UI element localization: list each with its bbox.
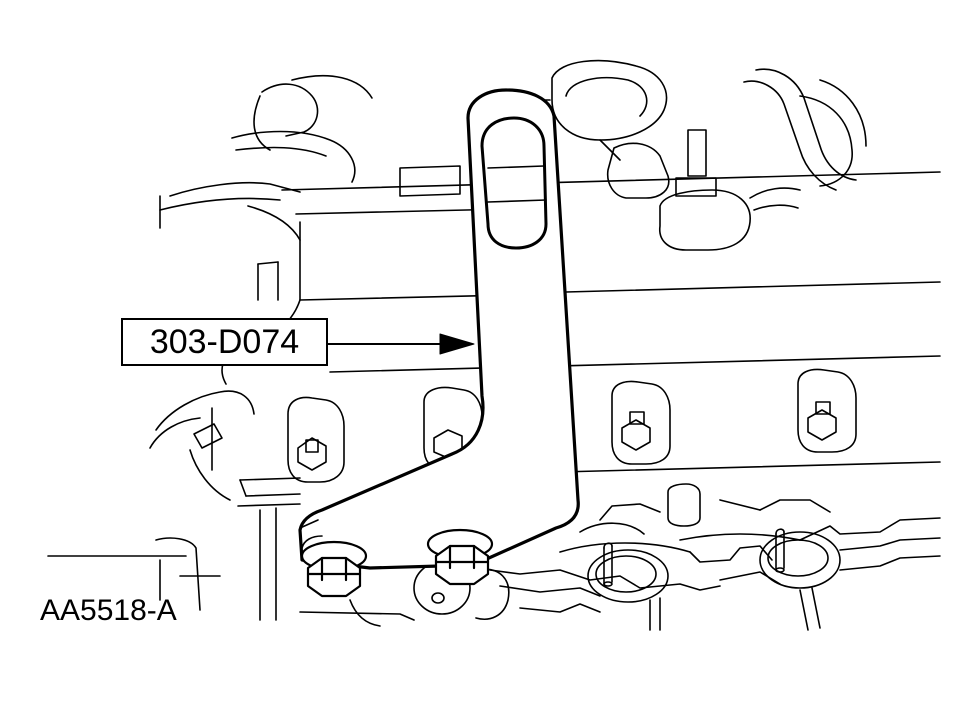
flange-ring-2 (759, 528, 841, 631)
flange-ring-1 (587, 542, 669, 631)
bolt-boss-4 (797, 368, 857, 453)
bolt-boss-3 (611, 380, 671, 465)
bolt-boss-1 (287, 396, 345, 483)
bracket-tool (298, 88, 580, 570)
bracket-bolt-right (426, 528, 494, 586)
callout-leader-arrow (327, 333, 475, 355)
tool-callout-label: 303-D074 (121, 318, 328, 366)
figure-id: AA5518-A (40, 594, 177, 627)
bracket-bolt-left (300, 540, 368, 598)
